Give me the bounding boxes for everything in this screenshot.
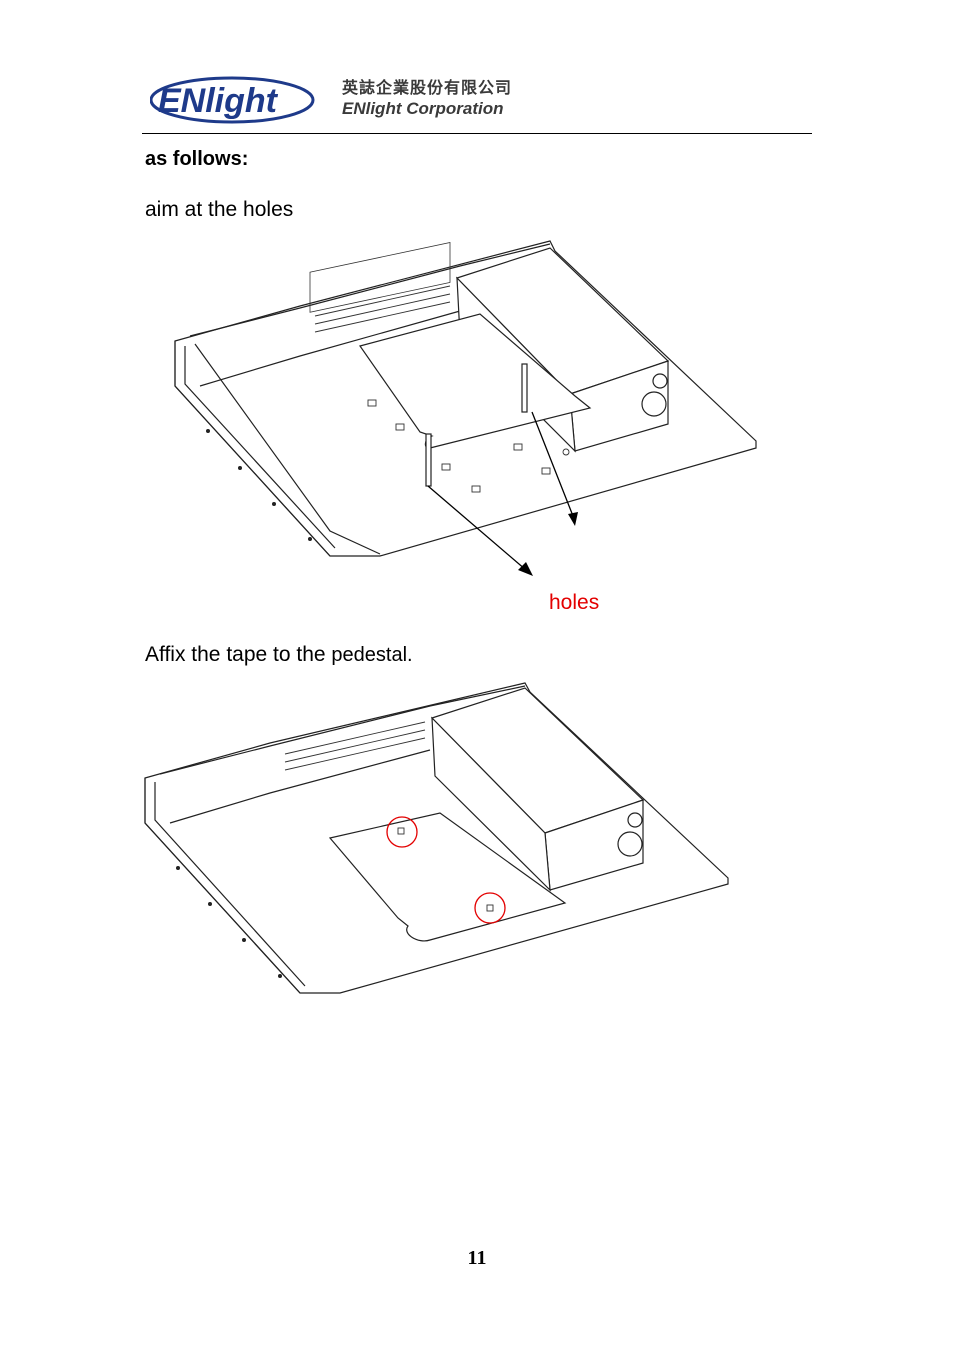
figure-chassis-tape [140, 678, 732, 998]
arrow-to-hole-2 [531, 411, 578, 526]
tape-marker-1 [386, 816, 418, 848]
vent-grid [309, 241, 451, 333]
holes-label: holes [549, 591, 600, 614]
company-name-cn: 英誌企業股份有限公司 [342, 78, 513, 97]
logo-text: ENlight [158, 82, 279, 120]
arrow-to-hole-1 [427, 485, 533, 576]
step2-text-a: Affix the tape to the [145, 643, 332, 666]
logo-graphic: ENlight [149, 76, 315, 124]
section-heading: as follows: [145, 148, 249, 170]
company-name-en: ENlight Corporation [342, 99, 504, 118]
step2-text-b: pedestal. [331, 644, 413, 666]
tape-marker-2 [474, 892, 506, 924]
vent-grid [284, 721, 426, 771]
enlight-logo: ENlight [149, 74, 315, 126]
header-divider [142, 133, 812, 134]
company-name: 英誌企業股份有限公司 ENlight Corporation [342, 78, 512, 120]
step1-instruction: aim at the holes [145, 198, 294, 221]
power-supply-unit [430, 687, 645, 892]
figure-chassis-holes [170, 236, 760, 581]
page-number: 11 [467, 1247, 487, 1269]
step2-instruction: Affix the tape to the pedestal. [145, 643, 413, 667]
